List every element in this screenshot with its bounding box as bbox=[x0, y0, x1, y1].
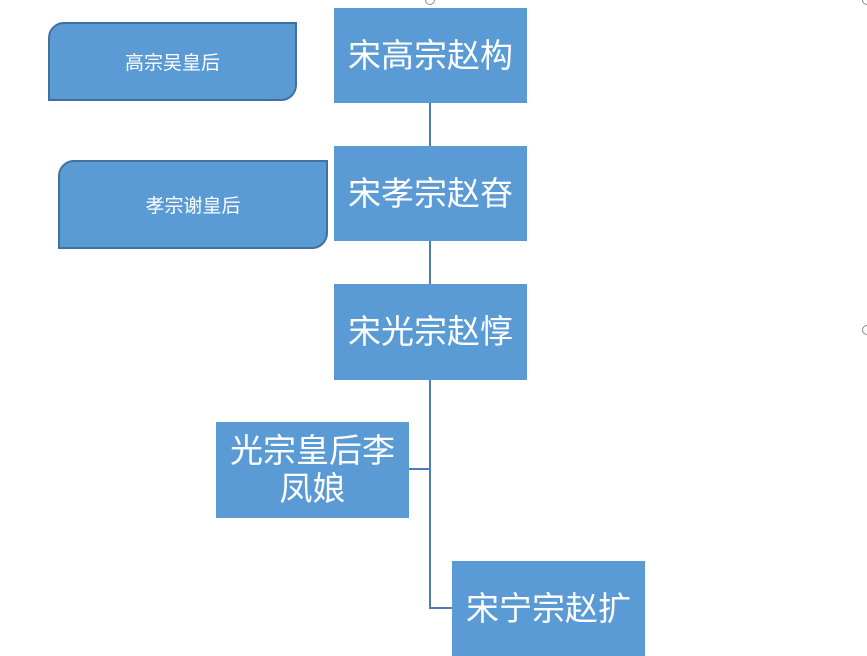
selection-handle[interactable] bbox=[425, 0, 435, 5]
connector-line bbox=[429, 103, 431, 146]
connector-line bbox=[409, 468, 431, 470]
note-xiaozong-empress[interactable]: 孝宗谢皇后 bbox=[58, 160, 328, 249]
selection-handle[interactable] bbox=[862, 0, 867, 5]
node-label: 宋高宗赵构 bbox=[348, 35, 513, 75]
node-label: 宋孝宗赵昚 bbox=[348, 173, 513, 213]
node-label: 光宗皇后李凤娘 bbox=[230, 431, 395, 508]
node-ningzong[interactable]: 宋宁宗赵扩 bbox=[452, 561, 645, 656]
node-guangzong[interactable]: 宋光宗赵惇 bbox=[334, 284, 527, 380]
connector-line bbox=[429, 380, 431, 609]
note-gaozong-empress[interactable]: 高宗吴皇后 bbox=[48, 22, 297, 101]
node-gaozong[interactable]: 宋高宗赵构 bbox=[334, 8, 527, 103]
connector-line bbox=[429, 241, 431, 284]
note-label: 高宗吴皇后 bbox=[124, 52, 220, 74]
note-label: 孝宗谢皇后 bbox=[145, 195, 241, 217]
node-li-fengniang[interactable]: 光宗皇后李凤娘 bbox=[216, 422, 409, 518]
connector-line bbox=[429, 607, 452, 609]
selection-handle[interactable] bbox=[862, 325, 867, 335]
node-xiaozong[interactable]: 宋孝宗赵昚 bbox=[334, 146, 527, 241]
node-label: 宋宁宗赵扩 bbox=[466, 588, 631, 628]
node-label: 宋光宗赵惇 bbox=[348, 312, 513, 351]
